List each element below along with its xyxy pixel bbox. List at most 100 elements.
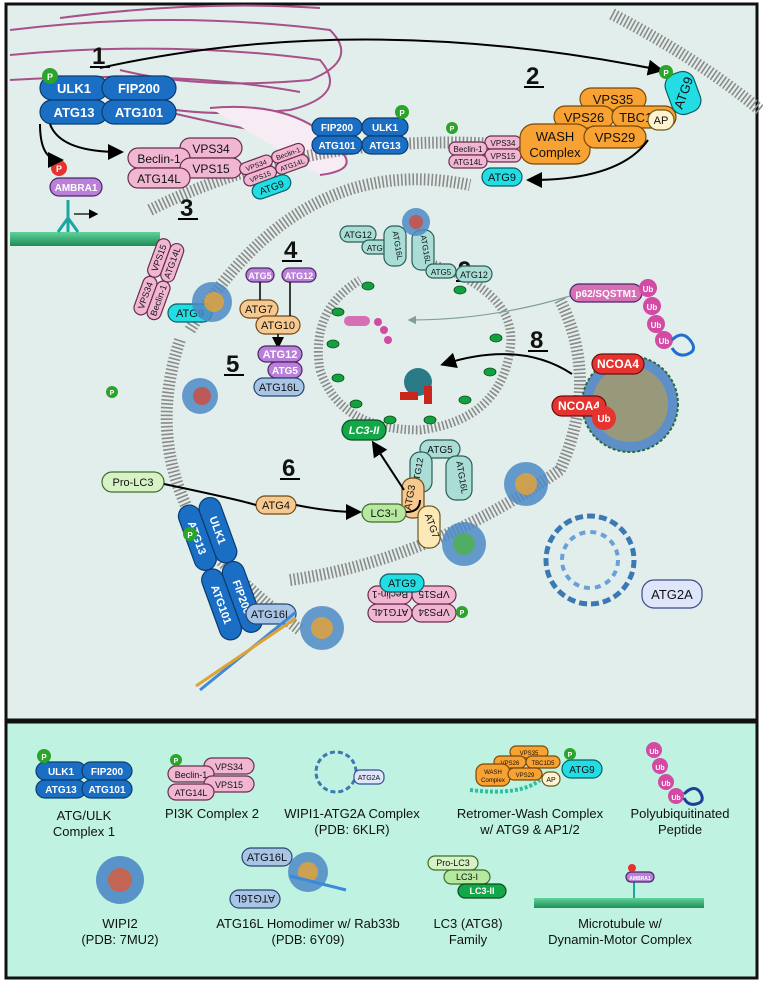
svg-text:ATG101: ATG101 bbox=[115, 105, 163, 120]
atg16l-coil-2 bbox=[195, 616, 297, 688]
svg-text:P: P bbox=[174, 758, 179, 765]
legend-ulk-label-2: Complex 1 bbox=[53, 824, 115, 839]
svg-text:P: P bbox=[47, 72, 53, 82]
legend-atg2a-pill bbox=[353, 769, 385, 785]
svg-text:FIP200: FIP200 bbox=[321, 123, 354, 134]
ncoa4-ub bbox=[592, 406, 616, 430]
svg-text:Ub: Ub bbox=[643, 285, 654, 294]
wipi2-blobs bbox=[182, 208, 548, 650]
legend-atg16l-label-1: ATG16L Homodimer w/ Rab33b bbox=[216, 916, 400, 931]
svg-text:VPS34: VPS34 bbox=[215, 762, 243, 772]
svg-text:AP: AP bbox=[654, 115, 669, 127]
legend-retromer-label-1: Retromer-Wash Complex bbox=[457, 806, 604, 821]
svg-text:LC3-II: LC3-II bbox=[469, 886, 494, 896]
phospho-pi3k-bottom-label: P bbox=[460, 610, 465, 617]
svg-text:VPS29: VPS29 bbox=[595, 130, 635, 145]
legend-atg16l-icon: ATG16L ATG16L bbox=[229, 847, 347, 909]
svg-text:ATG5: ATG5 bbox=[367, 244, 388, 253]
svg-text:ATG5: ATG5 bbox=[272, 366, 298, 377]
ulk-complex-main: ULK1 FIP200 ATG13 ATG101 P bbox=[39, 68, 177, 125]
svg-text:ATG10: ATG10 bbox=[261, 320, 295, 332]
svg-text:ATG9: ATG9 bbox=[488, 172, 516, 184]
step-6: 6 bbox=[282, 455, 295, 482]
svg-text:Ub: Ub bbox=[651, 321, 662, 330]
wipi1-structure-inner bbox=[560, 530, 620, 590]
svg-text:VPS35: VPS35 bbox=[520, 751, 539, 757]
arrow-step1 bbox=[99, 38, 664, 76]
ferritin-inside bbox=[400, 368, 432, 404]
lc3-ii-inside-label: LC3-II bbox=[349, 425, 381, 437]
legend-atg16l-label-2: (PDB: 6Y09) bbox=[272, 932, 345, 947]
legend-polyub-label-2: Peptide bbox=[658, 822, 702, 837]
legend-panel bbox=[4, 720, 759, 980]
pi3k-membrane-left: VPS34 Beclin-1 VPS15 ATG14L ATG9 bbox=[239, 142, 310, 200]
legend-atg2a-label: ATG2A bbox=[358, 775, 381, 782]
svg-text:VPS15: VPS15 bbox=[192, 162, 230, 176]
svg-text:ATG13: ATG13 bbox=[54, 105, 95, 120]
atg9-bottom bbox=[379, 573, 425, 593]
legend-microtubule-label-1: Microtubule w/ bbox=[578, 916, 662, 931]
svg-text:Ub: Ub bbox=[655, 765, 664, 772]
svg-text:Ub: Ub bbox=[661, 781, 670, 788]
legend-microtubule-label-2: Dynamin-Motor Complex bbox=[548, 932, 692, 947]
ulk-complex-membrane: FIP200 ULK1 ATG101 ATG13 P bbox=[311, 105, 409, 155]
dynamin-motor bbox=[56, 200, 99, 233]
arrow-step6 bbox=[163, 483, 358, 512]
phospho-ulk-rotated bbox=[183, 527, 197, 541]
svg-text:ATG12: ATG12 bbox=[285, 271, 313, 281]
phospho-pi3k-left bbox=[106, 386, 118, 398]
pro-lc3-label: Pro-LC3 bbox=[113, 477, 154, 489]
ncoa4-top-label: NCOA4 bbox=[597, 357, 639, 371]
svg-text:VPS34: VPS34 bbox=[192, 142, 230, 156]
svg-text:ATG14L: ATG14L bbox=[175, 788, 208, 798]
microtubule bbox=[10, 232, 160, 246]
svg-text:ATG12: ATG12 bbox=[263, 349, 298, 361]
svg-text:Complex: Complex bbox=[529, 145, 581, 160]
svg-text:VPS15: VPS15 bbox=[491, 152, 516, 161]
atg12-5-16l-step9-left: ATG12 ATG5 ATG16L bbox=[339, 225, 407, 267]
lc3-ii-dots bbox=[326, 281, 503, 425]
phospho-pi3k-bottom bbox=[456, 606, 468, 618]
svg-text:ATG13: ATG13 bbox=[45, 785, 77, 796]
step-2: 2 bbox=[526, 63, 539, 90]
svg-text:ATG16L: ATG16L bbox=[235, 892, 275, 904]
svg-text:VPS26: VPS26 bbox=[501, 761, 520, 767]
svg-text:ATG16L: ATG16L bbox=[259, 382, 299, 394]
svg-text:ATG14L: ATG14L bbox=[137, 172, 181, 186]
svg-text:ATG3: ATG3 bbox=[403, 484, 418, 511]
legend-pi3k-label: PI3K Complex 2 bbox=[165, 806, 259, 821]
svg-text:VPS35: VPS35 bbox=[593, 92, 633, 107]
svg-text:AP: AP bbox=[546, 777, 556, 784]
legend-lc3-icon: Pro-LC3 LC3-I LC3-II bbox=[427, 855, 507, 899]
svg-text:WASH: WASH bbox=[484, 770, 502, 776]
svg-text:ATG101: ATG101 bbox=[318, 141, 355, 152]
svg-text:ATG14L: ATG14L bbox=[453, 158, 483, 167]
ncoa4-top bbox=[591, 353, 645, 375]
svg-text:LC3-I: LC3-I bbox=[456, 872, 478, 882]
step-1: 1 bbox=[92, 43, 105, 70]
svg-text:ATG7: ATG7 bbox=[245, 304, 273, 316]
legend-wipi2-label-2: (PDB: 7MU2) bbox=[81, 932, 158, 947]
wipi1-structure bbox=[543, 513, 637, 607]
ncoa4-ub-label: Ub bbox=[597, 414, 610, 425]
arrow-ulk-ambra bbox=[39, 123, 64, 168]
svg-text:ATG101: ATG101 bbox=[88, 785, 125, 796]
svg-text:FIP200: FIP200 bbox=[118, 81, 160, 96]
svg-text:Beclin-1: Beclin-1 bbox=[137, 152, 181, 166]
svg-text:Ub: Ub bbox=[671, 795, 680, 802]
svg-text:P: P bbox=[568, 752, 573, 759]
conjugation-step4: ATG5 ATG12 ATG7 ATG10 bbox=[239, 267, 317, 349]
arrow-ncoa4 bbox=[440, 352, 573, 375]
legend-ulk-label-1: ATG/ULK bbox=[57, 808, 112, 823]
step-5: 5 bbox=[226, 351, 239, 378]
p62-inside bbox=[344, 316, 392, 344]
legend-polyub-label-1: Polyubiquitinated bbox=[630, 806, 729, 821]
arrow-lc3-lipid bbox=[371, 440, 405, 491]
svg-text:ATG13: ATG13 bbox=[369, 141, 401, 152]
step-4: 4 bbox=[284, 237, 298, 264]
p62-cargo: p62/SQSTM1 Ub Ub Ub Ub bbox=[569, 279, 695, 357]
svg-text:Ub: Ub bbox=[647, 303, 658, 312]
ambra1-label: AMBRA1 bbox=[55, 183, 98, 194]
svg-text:FIP200: FIP200 bbox=[91, 767, 124, 778]
